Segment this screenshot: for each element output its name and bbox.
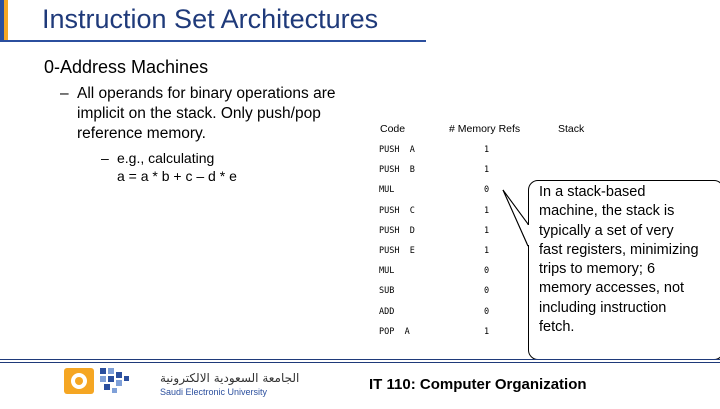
table-cell-code: PUSH E (379, 246, 415, 256)
table-cell-code: PUSH D (379, 225, 415, 236)
slide-subtitle: 0-Address Machines (44, 57, 209, 77)
table-cell-code: MUL (379, 185, 395, 196)
callout-text: In a stack-based machine, the stack is t… (539, 184, 699, 336)
bullet-example: – e.g., calculating a = a * b + c – d * … (101, 149, 237, 185)
table-cell-memrefs: 0 (484, 185, 490, 196)
university-logo: الجامعة السعودية الالكترونية Saudi Elect… (60, 364, 310, 404)
table-cell-code: PUSH A (379, 145, 415, 155)
slide-title: Instruction Set Architectures (42, 4, 379, 34)
table-header-code: Code (380, 123, 406, 135)
footer-rule (0, 359, 720, 360)
table-cell-code: PUSH C (379, 205, 415, 216)
university-logo-icon: الجامعة السعودية الالكترونية Saudi Elect… (64, 368, 299, 397)
table-cell-code: SUB (379, 286, 395, 297)
bullet-dash: – (101, 150, 109, 166)
table-cell-memrefs: 1 (484, 246, 490, 256)
footer-rule-2 (0, 362, 720, 363)
table-cell-memrefs: 1 (484, 165, 490, 176)
table-cell-memrefs: 0 (484, 306, 490, 317)
bullet-dash: – (60, 85, 69, 102)
callout-box (528, 180, 720, 360)
table-cell-memrefs: 1 (484, 205, 490, 216)
table-cell-code: POP A (379, 326, 410, 337)
accent-bar-orange (0, 0, 8, 40)
bullet-example-line2: a = a * b + c – d * e (117, 168, 237, 184)
logo-english-text: Saudi Electronic University (160, 387, 268, 397)
table-cell-memrefs: 1 (484, 145, 490, 155)
table-cell-code: MUL (379, 266, 395, 277)
table-cell-memrefs: 0 (484, 266, 490, 277)
logo-arabic-text: الجامعة السعودية الالكترونية (160, 371, 299, 386)
bullet-example-line1: e.g., calculating (117, 150, 215, 166)
accent-bar-blue (0, 0, 4, 40)
table-header-memrefs: # Memory Refs (449, 123, 521, 135)
table-cell-memrefs: 0 (484, 286, 490, 297)
bullet-operands: – All operands for binary operations are… (60, 84, 377, 144)
course-title: IT 110: Computer Organization (369, 376, 587, 393)
table-cell-memrefs: 1 (484, 326, 490, 337)
table-cell-memrefs: 1 (484, 225, 490, 236)
title-underline (0, 40, 426, 42)
table-cell-code: ADD (379, 306, 395, 317)
table-header-stack: Stack (558, 123, 585, 135)
bullet-operands-text: All operands for binary operations are i… (77, 85, 336, 142)
table-cell-code: PUSH B (379, 165, 415, 176)
